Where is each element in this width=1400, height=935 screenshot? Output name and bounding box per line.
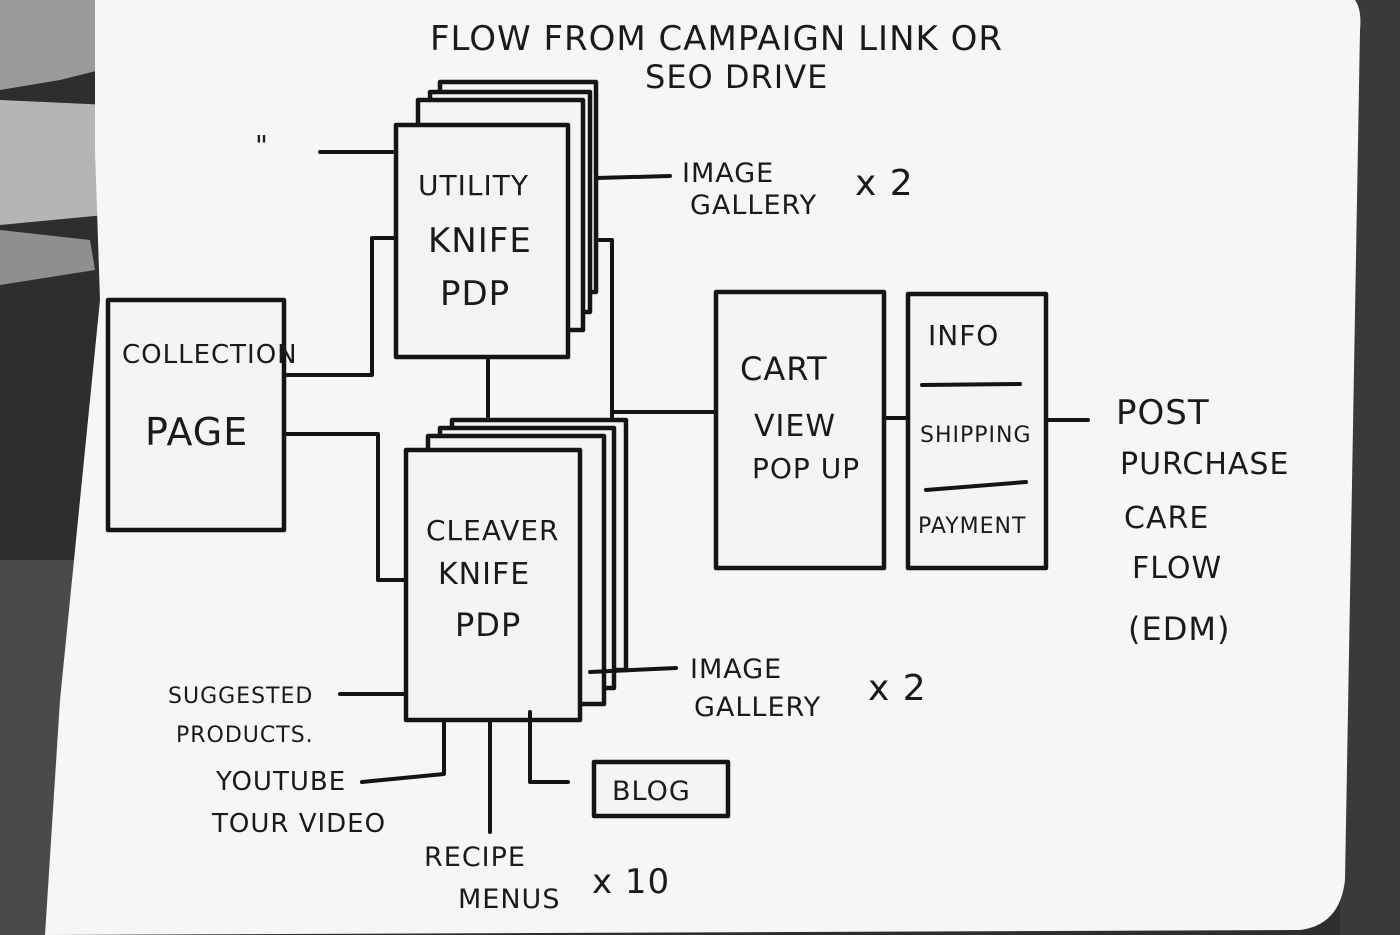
gallery-top-label-1: IMAGE [682, 158, 774, 189]
gallery-bottom-count: x 2 [868, 668, 927, 709]
collection-page-box [105, 297, 287, 533]
utility-label-3: PDP [440, 274, 510, 314]
checkout-payment: PAYMENT [918, 514, 1026, 539]
cart-label-1: CART [740, 350, 828, 388]
connector-collection-utility [282, 236, 400, 377]
connector-cleaver-gallery [588, 666, 678, 674]
diagram-title-line2: SEO DRIVE [645, 58, 828, 96]
gallery-top-label-2: GALLERY [690, 190, 817, 221]
gallery-top-count: x 2 [855, 163, 914, 204]
post-purchase-label-4: FLOW [1132, 551, 1222, 586]
connector-collection-cleaver [282, 432, 410, 582]
cart-label-3: POP UP [752, 452, 860, 485]
suggested-label-2: PRODUCTS. [176, 723, 314, 748]
connector-blog [528, 710, 570, 784]
cleaver-label-1: CLEAVER [426, 514, 560, 547]
paper-sheet [45, 0, 1361, 935]
post-purchase-label-1: POST [1116, 393, 1210, 433]
cart-label-2: VIEW [754, 409, 836, 444]
diagram-title: FLOW FROM CAMPAIGN LINK OR [430, 19, 1003, 59]
collection-label-2: PAGE [145, 410, 248, 454]
utility-label-2: KNIFE [428, 221, 532, 261]
cleaver-pdp-stack [403, 417, 629, 723]
utility-label-1: UTILITY [418, 169, 529, 202]
checkout-shipping: SHIPPING [920, 423, 1032, 448]
youtube-label-1: YOUTUBE [215, 767, 346, 797]
recipe-label-1: RECIPE [424, 842, 526, 873]
gallery-bottom-label-2: GALLERY [694, 692, 821, 723]
checkout-box [905, 291, 1049, 571]
gallery-bottom-label-1: IMAGE [690, 654, 782, 685]
cart-view-box [713, 289, 887, 571]
post-purchase-label-3: CARE [1124, 501, 1209, 536]
youtube-label-2: TOUR VIDEO [211, 809, 386, 839]
utility-pdp-stack [393, 79, 599, 360]
suggested-label-1: SUGGESTED [168, 684, 313, 709]
recipe-label-2: MENUS [458, 884, 560, 915]
post-purchase-label-5: (EDM) [1128, 610, 1230, 648]
checkout-info: INFO [928, 319, 999, 352]
recipe-count: x 10 [592, 862, 670, 902]
blog-box [591, 759, 731, 819]
checkout-divider-1 [920, 382, 1022, 387]
collection-label-1: COLLECTION [122, 340, 298, 370]
checkout-divider-2 [924, 480, 1028, 492]
connector-utility-gallery [594, 174, 672, 180]
blog-label: BLOG [612, 776, 691, 807]
connector-youtube [360, 718, 446, 784]
cleaver-label-2: KNIFE [438, 557, 530, 592]
cleaver-label-3: PDP [455, 606, 521, 644]
ditto-mark: " [255, 129, 269, 162]
hand-finger [0, 230, 95, 285]
post-purchase-label-2: PURCHASE [1120, 447, 1289, 482]
